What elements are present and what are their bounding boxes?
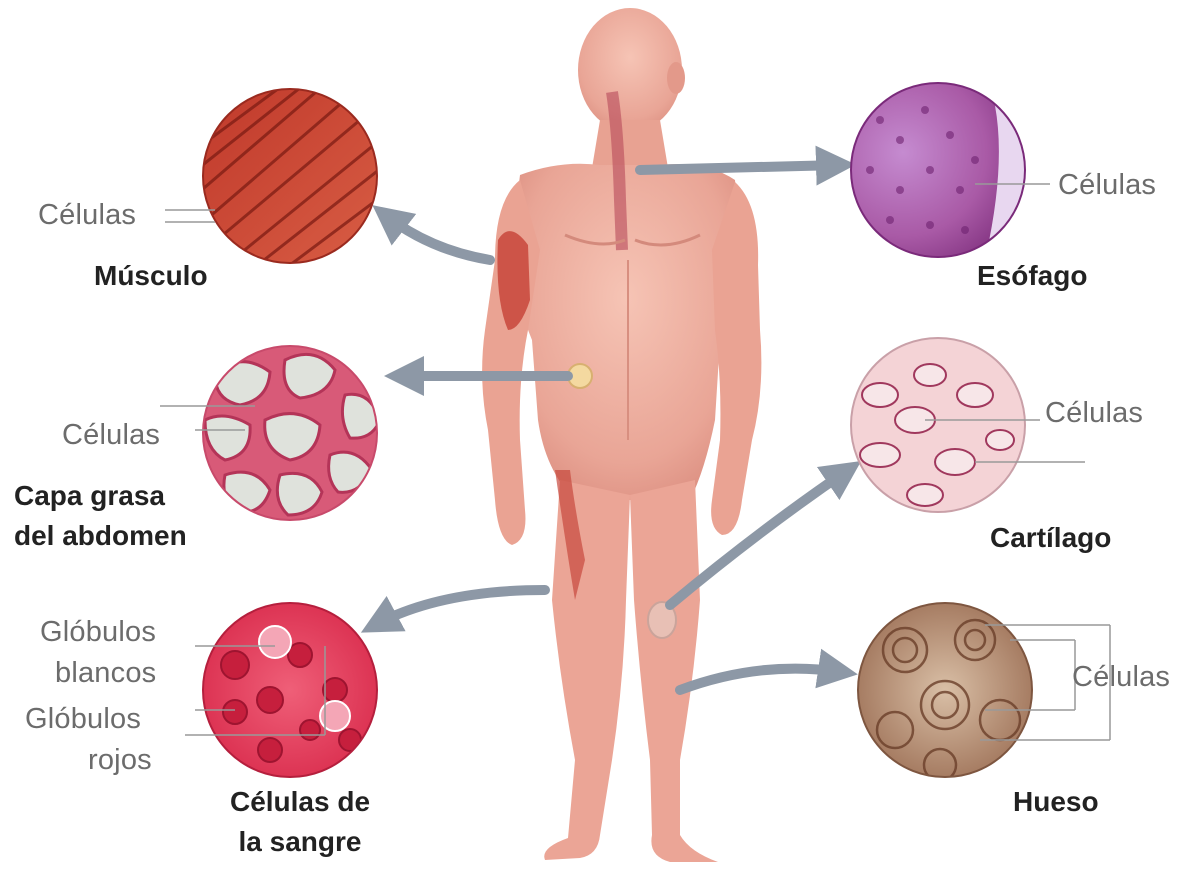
esofago-title: Esófago: [977, 258, 1087, 294]
grasa-cells-label: Células: [62, 418, 160, 452]
human-body-figure: [482, 8, 761, 862]
arrow-to-sangre: [375, 590, 545, 625]
arrow-to-esofago: [640, 165, 840, 170]
cartilago-title: Cartílago: [990, 520, 1111, 556]
cartilago-cells-label: Células: [1045, 396, 1143, 430]
esofago-cells-label: Células: [1058, 168, 1156, 202]
globulos-blancos-label-line1: Glóbulos: [40, 615, 156, 649]
arrow-to-hueso: [680, 669, 842, 690]
esofago-tissue-circle: [851, 83, 1050, 260]
grasa-tissue-circle: [160, 346, 380, 520]
globulos-rojos-label-line2: rojos: [88, 743, 152, 777]
hueso-title: Hueso: [1013, 784, 1099, 820]
globulos-blancos-label-line2: blancos: [55, 656, 156, 690]
musculo-cells-label: Células: [38, 198, 136, 232]
grasa-title-line1: Capa grasa: [14, 478, 165, 514]
grasa-title-line2: del abdomen: [14, 518, 187, 554]
sangre-title-line1: Células de: [200, 784, 400, 820]
sangre-title-line2: la sangre: [200, 824, 400, 860]
arrow-to-musculo: [385, 215, 490, 260]
musculo-tissue-circle: [165, 80, 390, 280]
musculo-title: Músculo: [94, 258, 208, 294]
hueso-cells-label: Células: [1072, 660, 1170, 694]
sangre-tissue-circle: [185, 603, 377, 777]
globulos-rojos-label-line1: Glóbulos: [25, 702, 141, 736]
